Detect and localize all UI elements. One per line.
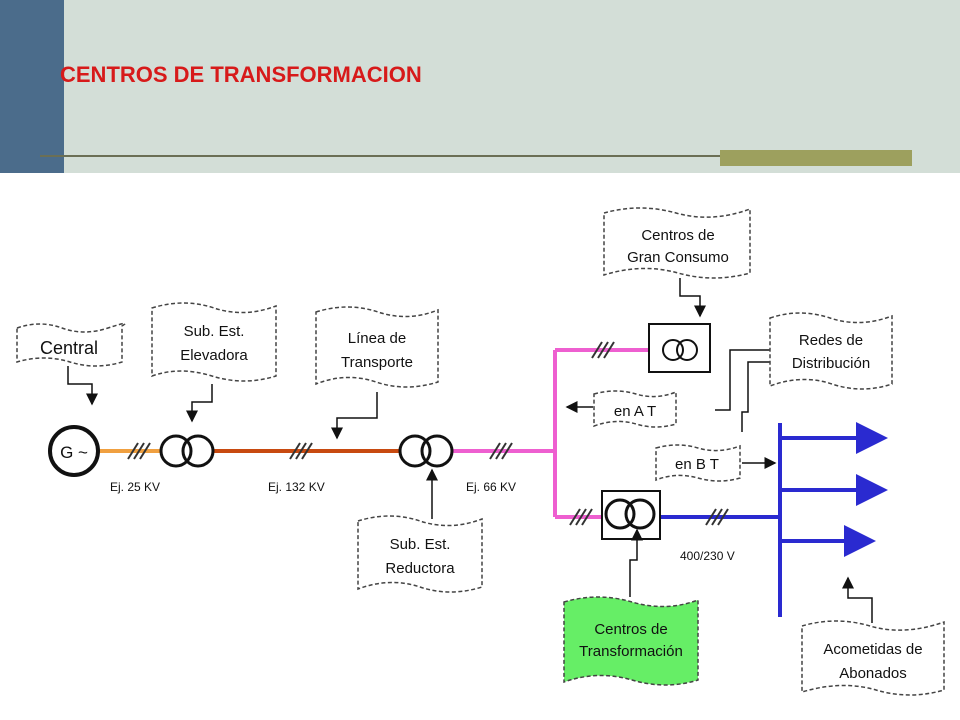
svg-text:Acometidas de: Acometidas de bbox=[823, 641, 922, 658]
callout-acometidas: Acometidas de Abonados bbox=[801, 620, 945, 696]
svg-text:Transformación: Transformación bbox=[579, 643, 683, 660]
svg-text:Abonados: Abonados bbox=[839, 665, 907, 682]
callout-en-bt: en B T bbox=[655, 444, 741, 482]
voltage-label-66kv: Ej. 66 KV bbox=[466, 480, 516, 494]
header-rule-accent bbox=[720, 150, 912, 166]
left-accent-bar bbox=[0, 0, 64, 173]
voltage-label-132kv: Ej. 132 KV bbox=[268, 480, 325, 494]
svg-text:Elevadora: Elevadora bbox=[180, 347, 248, 364]
low-voltage-bus bbox=[660, 423, 782, 617]
step-up-transformer-icon bbox=[159, 434, 215, 468]
voltage-label-25kv: Ej. 25 KV bbox=[110, 480, 160, 494]
header-background bbox=[0, 0, 960, 173]
transformation-center-icon bbox=[601, 490, 661, 540]
callout-gran-consumo: Centros de Gran Consumo bbox=[603, 207, 751, 279]
svg-text:Sub. Est.: Sub. Est. bbox=[390, 536, 451, 553]
svg-text:Redes de: Redes de bbox=[799, 332, 863, 349]
header-rule bbox=[40, 155, 912, 157]
slide-title: CENTROS DE TRANSFORMACION bbox=[60, 62, 422, 87]
svg-text:Reductora: Reductora bbox=[385, 560, 455, 577]
callout-sub-reductora: Sub. Est. Reductora bbox=[357, 515, 483, 593]
svg-text:G ~: G ~ bbox=[60, 443, 88, 462]
svg-text:Transporte: Transporte bbox=[341, 354, 413, 371]
phase-marks bbox=[127, 341, 729, 526]
svg-text:en A T: en A T bbox=[614, 403, 656, 420]
step-down-transformer-icon bbox=[398, 434, 454, 468]
callout-central: Central bbox=[16, 322, 126, 367]
svg-text:en B T: en B T bbox=[675, 456, 719, 473]
svg-text:Central: Central bbox=[40, 338, 98, 358]
callout-connectors bbox=[67, 278, 873, 623]
svg-text:Centros de: Centros de bbox=[594, 621, 667, 638]
feeder-arrows bbox=[780, 422, 888, 557]
generator-icon: G ~ bbox=[48, 425, 100, 477]
callout-en-at: en A T bbox=[593, 390, 677, 428]
large-consumer-transformer-icon bbox=[648, 323, 711, 373]
callout-centros-transformacion: Centros de Transformación bbox=[563, 596, 699, 686]
callout-redes-distribucion: Redes de Distribución bbox=[769, 312, 893, 390]
svg-text:Centros de: Centros de bbox=[641, 227, 714, 244]
callout-linea-transporte: Línea de Transporte bbox=[315, 306, 439, 388]
callout-sub-elevadora: Sub. Est. Elevadora bbox=[151, 302, 277, 382]
svg-text:Gran Consumo: Gran Consumo bbox=[627, 249, 729, 266]
svg-text:Línea de: Línea de bbox=[348, 330, 406, 347]
svg-text:Sub. Est.: Sub. Est. bbox=[184, 323, 245, 340]
svg-text:Distribución: Distribución bbox=[792, 355, 870, 372]
voltage-label-400v: 400/230 V bbox=[680, 549, 735, 563]
